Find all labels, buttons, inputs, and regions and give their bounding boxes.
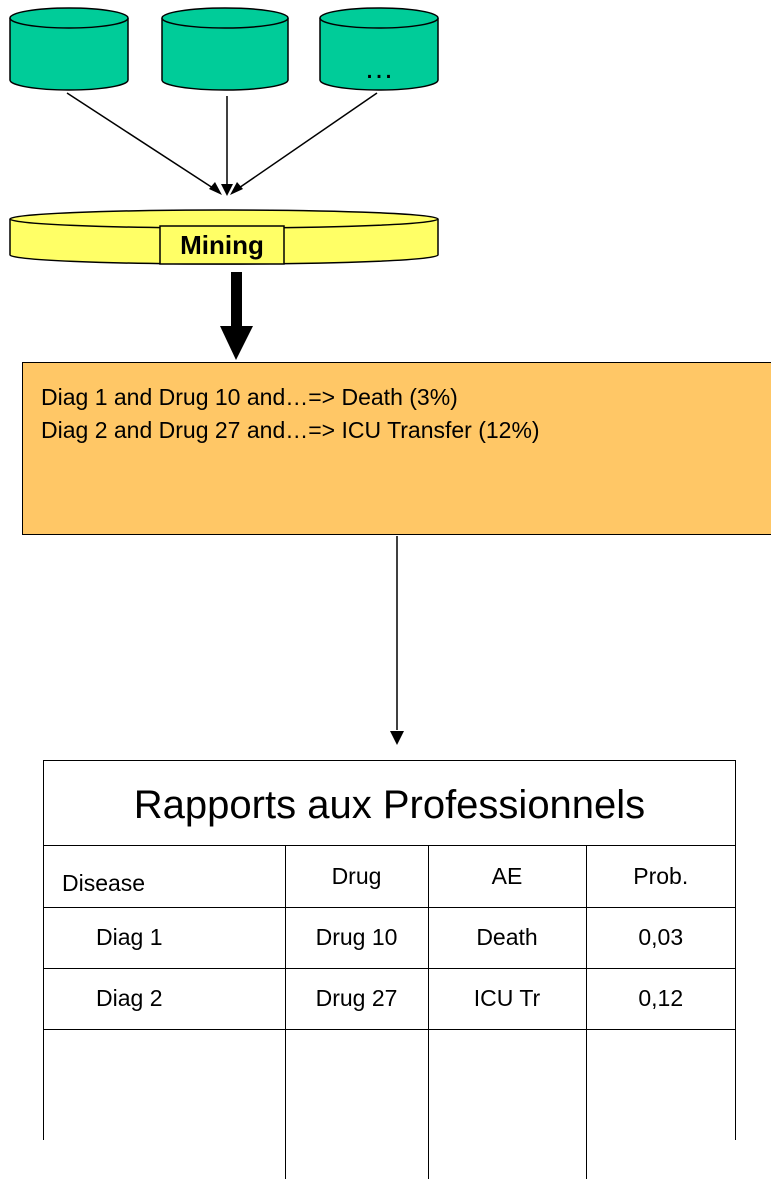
header-drug: Drug <box>284 846 428 908</box>
mining-disk: Mining <box>9 209 439 265</box>
report-table: Disease Drug AE Prob. Diag 1 Drug 10 Dea… <box>44 846 735 1179</box>
cell-drug: Drug 10 <box>284 907 428 969</box>
database-cylinder-1 <box>9 7 129 91</box>
thick-arrow-down <box>220 272 253 360</box>
cell-drug: Drug 27 <box>284 968 428 1030</box>
report-title: Rapports aux Professionnels <box>44 761 735 846</box>
cell-empty <box>44 1029 285 1179</box>
table-row-empty <box>44 1029 735 1179</box>
database-ellipsis: … <box>364 52 394 85</box>
cell-empty <box>585 1029 735 1179</box>
header-ae: AE <box>427 846 586 908</box>
report-arrow <box>390 536 404 745</box>
association-rules-box: Diag 1 and Drug 10 and…=> Death (3%) Dia… <box>22 362 771 535</box>
cell-ae: Death <box>427 907 586 969</box>
header-prob: Prob. <box>585 846 735 908</box>
table-row: Diag 2 Drug 27 ICU Tr 0,12 <box>44 968 735 1030</box>
table-header-row: Disease Drug AE Prob. <box>44 846 735 908</box>
header-disease: Disease <box>44 846 285 908</box>
rule-line: Diag 1 and Drug 10 and…=> Death (3%) <box>41 384 458 410</box>
cell-disease: Diag 1 <box>44 907 285 969</box>
connector-arrows <box>66 92 378 196</box>
professional-report: Rapports aux Professionnels Disease Drug… <box>43 760 736 1179</box>
cell-disease: Diag 2 <box>44 968 285 1030</box>
mining-label: Mining <box>180 230 264 260</box>
cell-empty <box>427 1029 586 1179</box>
cell-prob: 0,03 <box>585 907 735 969</box>
cell-prob: 0,12 <box>585 968 735 1030</box>
table-row: Diag 1 Drug 10 Death 0,03 <box>44 907 735 969</box>
cell-empty <box>284 1029 428 1179</box>
mining-label-box <box>159 225 285 265</box>
rule-line: Diag 2 and Drug 27 and…=> ICU Transfer (… <box>41 417 540 443</box>
cell-ae: ICU Tr <box>427 968 586 1030</box>
database-cylinder-3: … <box>319 7 439 91</box>
database-cylinder-2 <box>161 7 289 91</box>
flow-diagram: … Mining <box>9 7 439 745</box>
